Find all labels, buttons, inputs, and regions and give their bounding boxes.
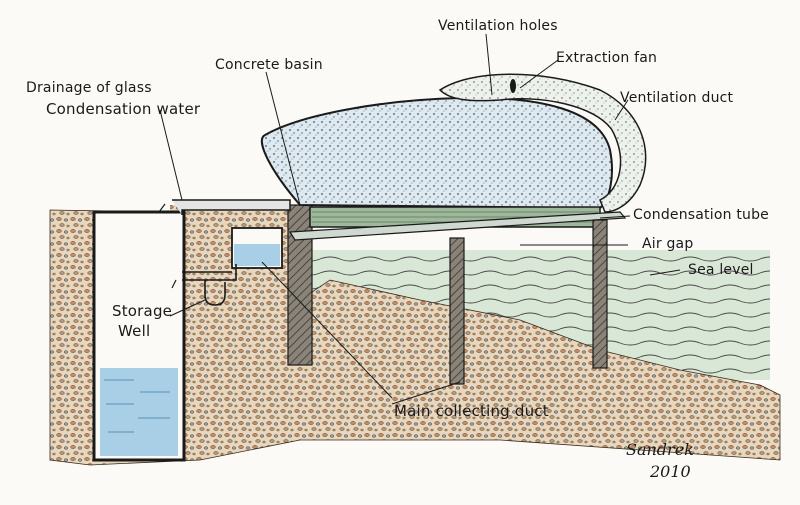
label-drainage-line2: Condensation water [46, 100, 201, 118]
label-concrete-basin: Concrete basin [215, 57, 323, 73]
duct-stipple [440, 74, 646, 212]
support-pillar [592, 219, 608, 369]
label-extraction-fan: Extraction fan [556, 50, 658, 66]
extraction-fan [510, 79, 516, 93]
label-main-collecting-duct: Main collecting duct [394, 402, 549, 420]
outlet-pipe [182, 264, 237, 281]
drainage-channel [172, 199, 291, 215]
label-drainage-line1: Drainage of glass [26, 80, 152, 96]
label-air-gap: Air gap [642, 236, 694, 252]
signature-name: Sandrek [626, 440, 694, 459]
label-ventilation-duct: Ventilation duct [620, 90, 734, 106]
label-condensation-tube: Condensation tube [633, 207, 769, 223]
signature-year: 2010 [650, 462, 691, 481]
condensation-tube [288, 211, 627, 241]
label-well: Well [118, 322, 151, 340]
well-water-lines [104, 379, 170, 433]
dome-stipple [261, 97, 612, 208]
support-pillar [449, 237, 465, 385]
basin-wall [287, 204, 313, 366]
siphon-trap [204, 280, 226, 306]
outlet-arrow [171, 279, 177, 289]
label-ventilation-holes: Ventilation holes [438, 18, 558, 34]
drainage-arrow [158, 203, 166, 213]
collecting-water [234, 244, 280, 266]
well-water [100, 368, 178, 456]
label-sea-level: Sea level [688, 262, 754, 278]
leader-lines [159, 33, 681, 405]
label-storage: Storage [112, 302, 173, 320]
well-wall [92, 210, 186, 462]
